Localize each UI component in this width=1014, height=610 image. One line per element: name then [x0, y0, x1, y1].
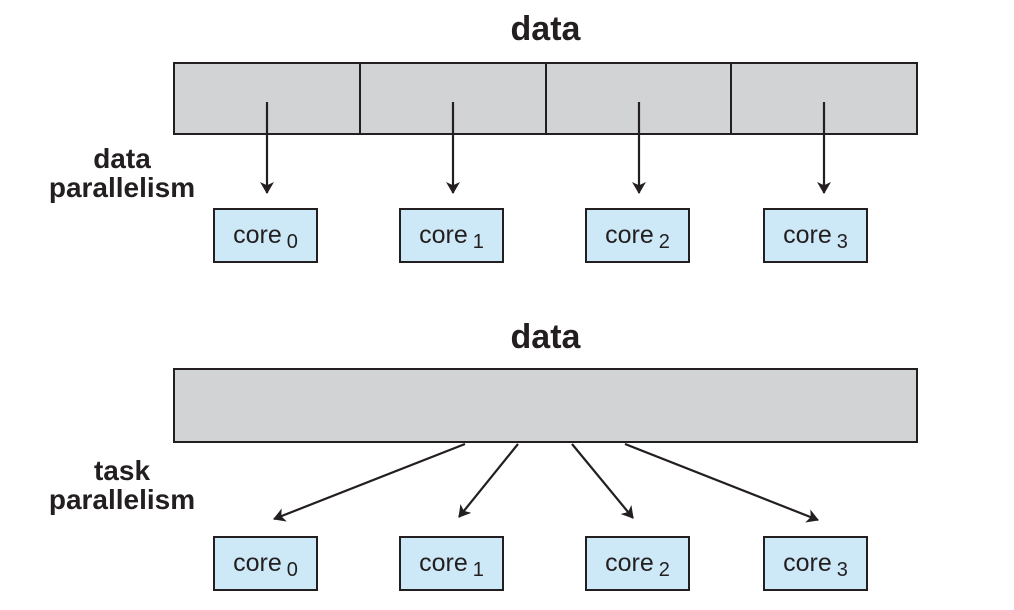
data-title-top: data: [510, 10, 581, 48]
data-parallelism-label: data parallelism: [22, 144, 222, 202]
core-index: 1: [472, 559, 484, 581]
core-label: core: [605, 549, 654, 577]
core-label: core: [233, 549, 282, 577]
arrow-bar-to-core3: [624, 442, 819, 523]
core-label: core: [783, 221, 832, 249]
core-label: core: [419, 221, 468, 249]
core-index: 0: [286, 231, 298, 253]
core-index: 3: [836, 559, 848, 581]
data-segment-0: [175, 64, 361, 133]
core-index: 3: [836, 231, 848, 253]
data-segment-1: [361, 64, 547, 133]
arrow-bar-to-core0: [273, 442, 466, 522]
data-segment-3: [732, 64, 916, 133]
data-bar-segmented: [173, 62, 918, 135]
core-index: 2: [658, 231, 670, 253]
task-parallelism-label: task parallelism: [22, 456, 222, 514]
data-segment-2: [547, 64, 733, 133]
arrow-bar-to-core1: [458, 443, 519, 518]
label-line-1: task: [93, 455, 151, 486]
core-index: 1: [472, 231, 484, 253]
core-label: core: [419, 549, 468, 577]
core-label: core: [605, 221, 654, 249]
core-label: core: [233, 221, 282, 249]
label-line-1: data: [93, 143, 151, 174]
label-line-2: parallelism: [48, 172, 196, 203]
arrow-bar-to-core2: [571, 443, 634, 519]
core-index: 2: [658, 559, 670, 581]
data-title-bottom: data: [510, 318, 581, 356]
data-bar-whole: [173, 368, 918, 443]
label-line-2: parallelism: [48, 484, 196, 515]
core-label: core: [783, 549, 832, 577]
core-index: 0: [286, 559, 298, 581]
